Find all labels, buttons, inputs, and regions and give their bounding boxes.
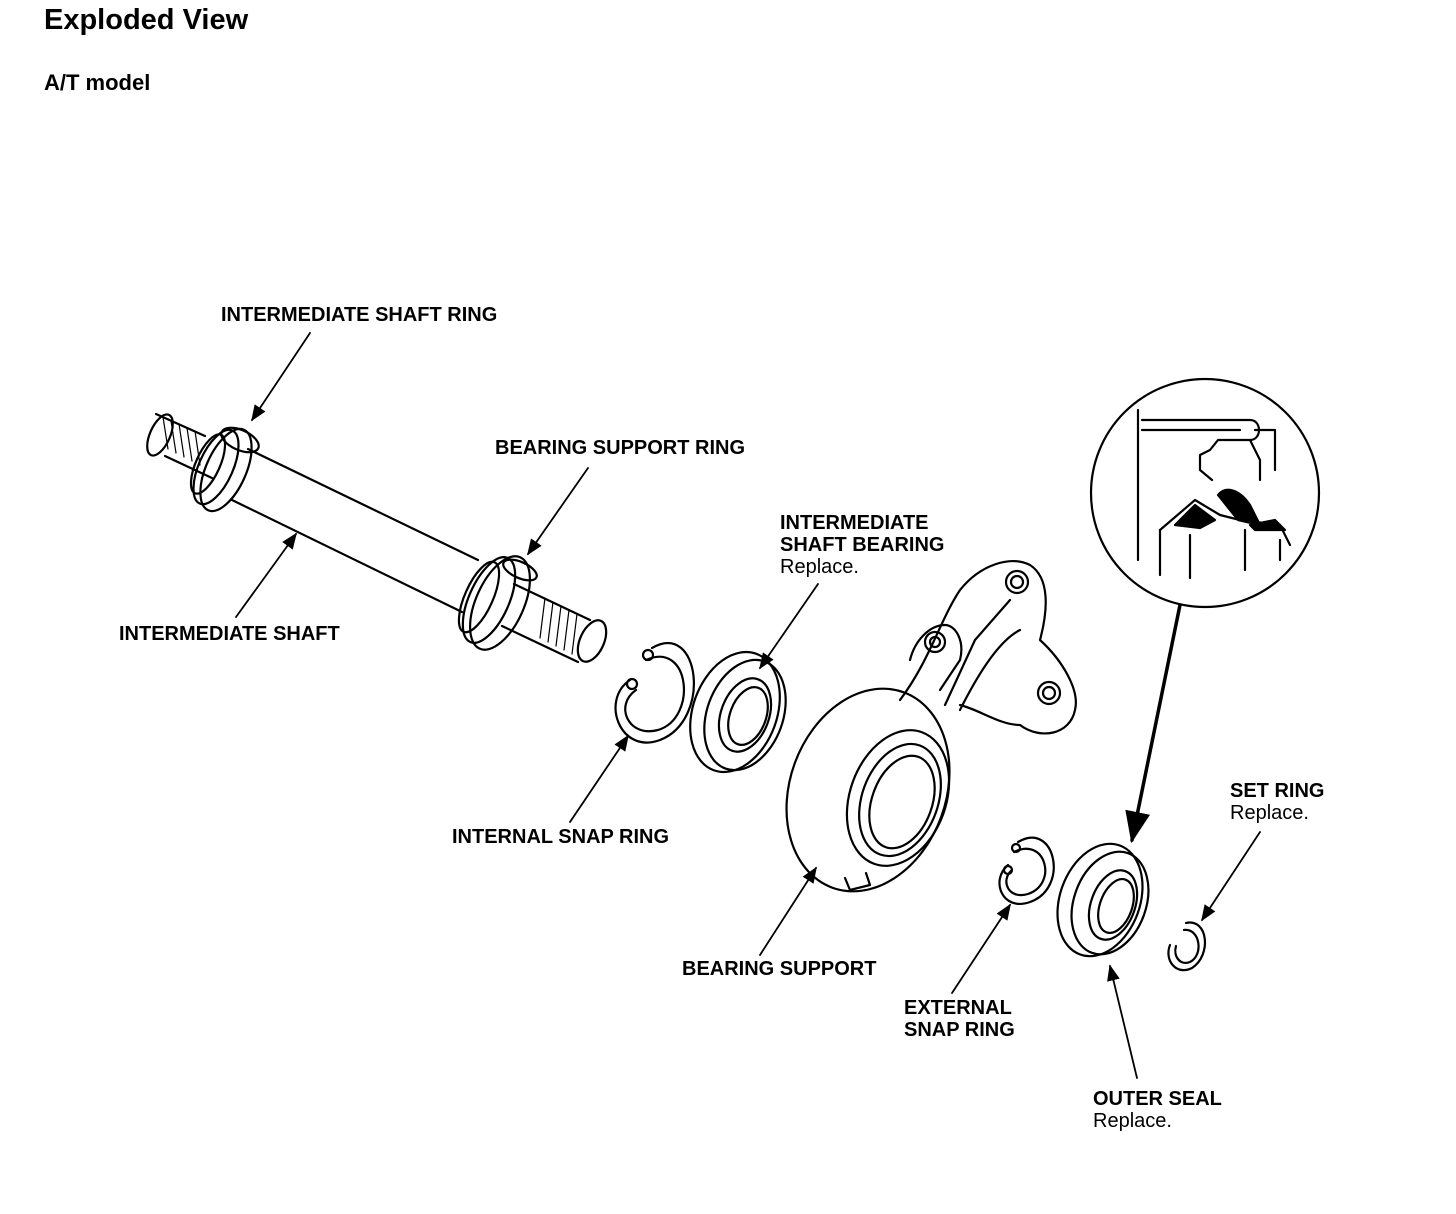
label-text: OUTER SEAL [1093,1088,1222,1110]
leader-intermediate-shaft [235,532,297,618]
label-text: BEARING SUPPORT [682,958,877,980]
intermediate-shaft-bearing [689,650,787,774]
set-ring [1167,921,1206,972]
leader-lines [235,332,1261,1079]
external-snap-ring [998,836,1055,905]
label-text: INTERMEDIATE SHAFT [119,623,340,645]
page-title: Exploded View [44,4,249,36]
label-intermediate-shaft-bearing: INTERMEDIATE SHAFT BEARING Replace. [780,512,944,578]
label-text: INTERNAL SNAP RING [452,826,670,848]
leader-bearing-support [759,866,817,956]
leader-set-ring [1201,831,1261,922]
label-set-ring: SET RING Replace. [1230,780,1324,824]
label-bearing-support: BEARING SUPPORT [682,958,876,980]
page-subtitle: A/T model [44,70,151,95]
leader-external-snap-ring [951,903,1011,994]
label-text-line1: INTERMEDIATE [780,512,929,534]
outer-seal [1056,842,1150,958]
intermediate-shaft-ring [189,426,260,513]
leader-shaft-bearing [759,583,819,670]
label-text: BEARING SUPPORT RING [495,437,746,459]
label-intermediate-shaft: INTERMEDIATE SHAFT [119,623,340,645]
label-text-line2: SHAFT BEARING [780,534,945,556]
label-outer-seal: OUTER SEAL Replace. [1093,1088,1222,1132]
label-intermediate-shaft-ring: INTERMEDIATE SHAFT RING [221,304,497,326]
leader-shaft-ring [251,332,311,422]
label-bearing-support-ring: BEARING SUPPORT RING [495,437,745,459]
internal-snap-ring [614,642,695,744]
leader-internal-snap-ring [569,734,629,823]
label-external-snap-ring: EXTERNAL SNAP RING [904,997,1015,1041]
leader-outer-seal [1107,964,1138,1079]
label-note: Replace. [780,556,859,578]
label-text-line2: SNAP RING [904,1019,1015,1041]
leader-bearing-support-ring [527,467,589,556]
label-text-line1: EXTERNAL [904,997,1012,1019]
label-internal-snap-ring: INTERNAL SNAP RING [452,826,669,848]
bearing-support [785,560,1077,893]
label-text: SET RING [1230,780,1325,802]
label-note: Replace. [1230,802,1309,824]
label-text: INTERMEDIATE SHAFT RING [221,304,498,326]
intermediate-shaft [146,412,608,664]
label-note: Replace. [1093,1110,1172,1132]
leader-detail-to-seal [1125,603,1182,844]
seal-detail-view [1089,377,1321,609]
bearing-support-ring [457,555,538,651]
